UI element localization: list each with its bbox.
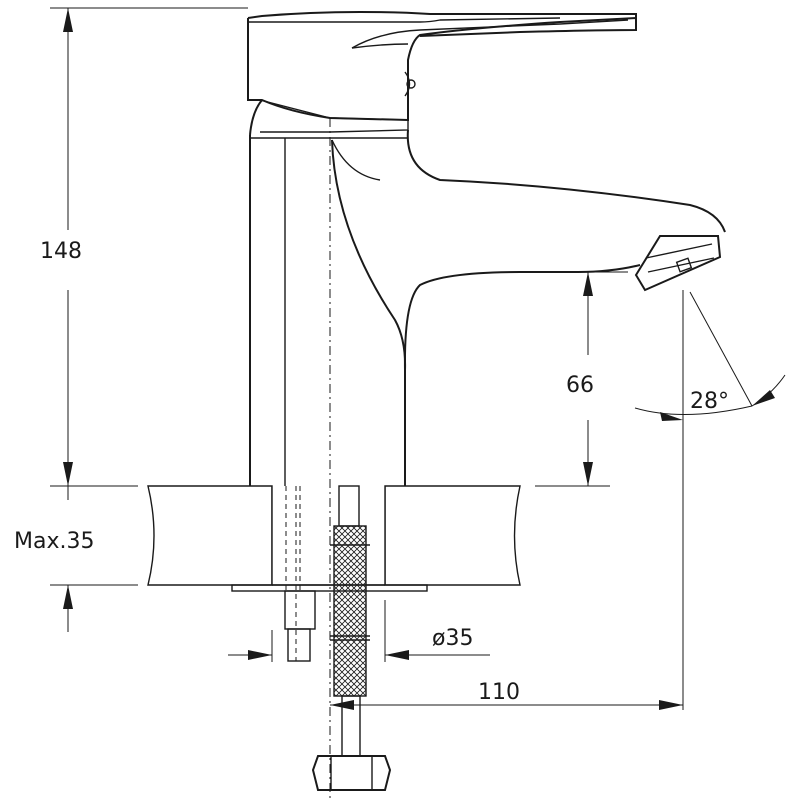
mounting-stud bbox=[284, 486, 316, 662]
spout-angle-label: 28° bbox=[690, 389, 729, 414]
dimension-max-countertop: Max.35 bbox=[14, 486, 138, 632]
faucet-body bbox=[249, 99, 726, 486]
spout-reach-label: 110 bbox=[478, 680, 520, 705]
total-height-label: 148 bbox=[40, 239, 82, 264]
dimension-spout-reach: 110 bbox=[330, 680, 683, 710]
lever-handle bbox=[247, 10, 637, 122]
max-countertop-label: Max.35 bbox=[14, 529, 94, 554]
aerator bbox=[634, 235, 722, 292]
thread-diameter-label: ø35 bbox=[432, 626, 473, 651]
spout-clearance-label: 66 bbox=[566, 373, 594, 398]
flex-hose bbox=[311, 485, 392, 791]
dimension-total-height: 148 bbox=[40, 7, 248, 487]
dimension-spout-clearance: 66 bbox=[535, 271, 628, 487]
dimension-thread-diameter: ø35 bbox=[228, 600, 490, 662]
dimension-spout-angle: 28° bbox=[634, 290, 786, 710]
